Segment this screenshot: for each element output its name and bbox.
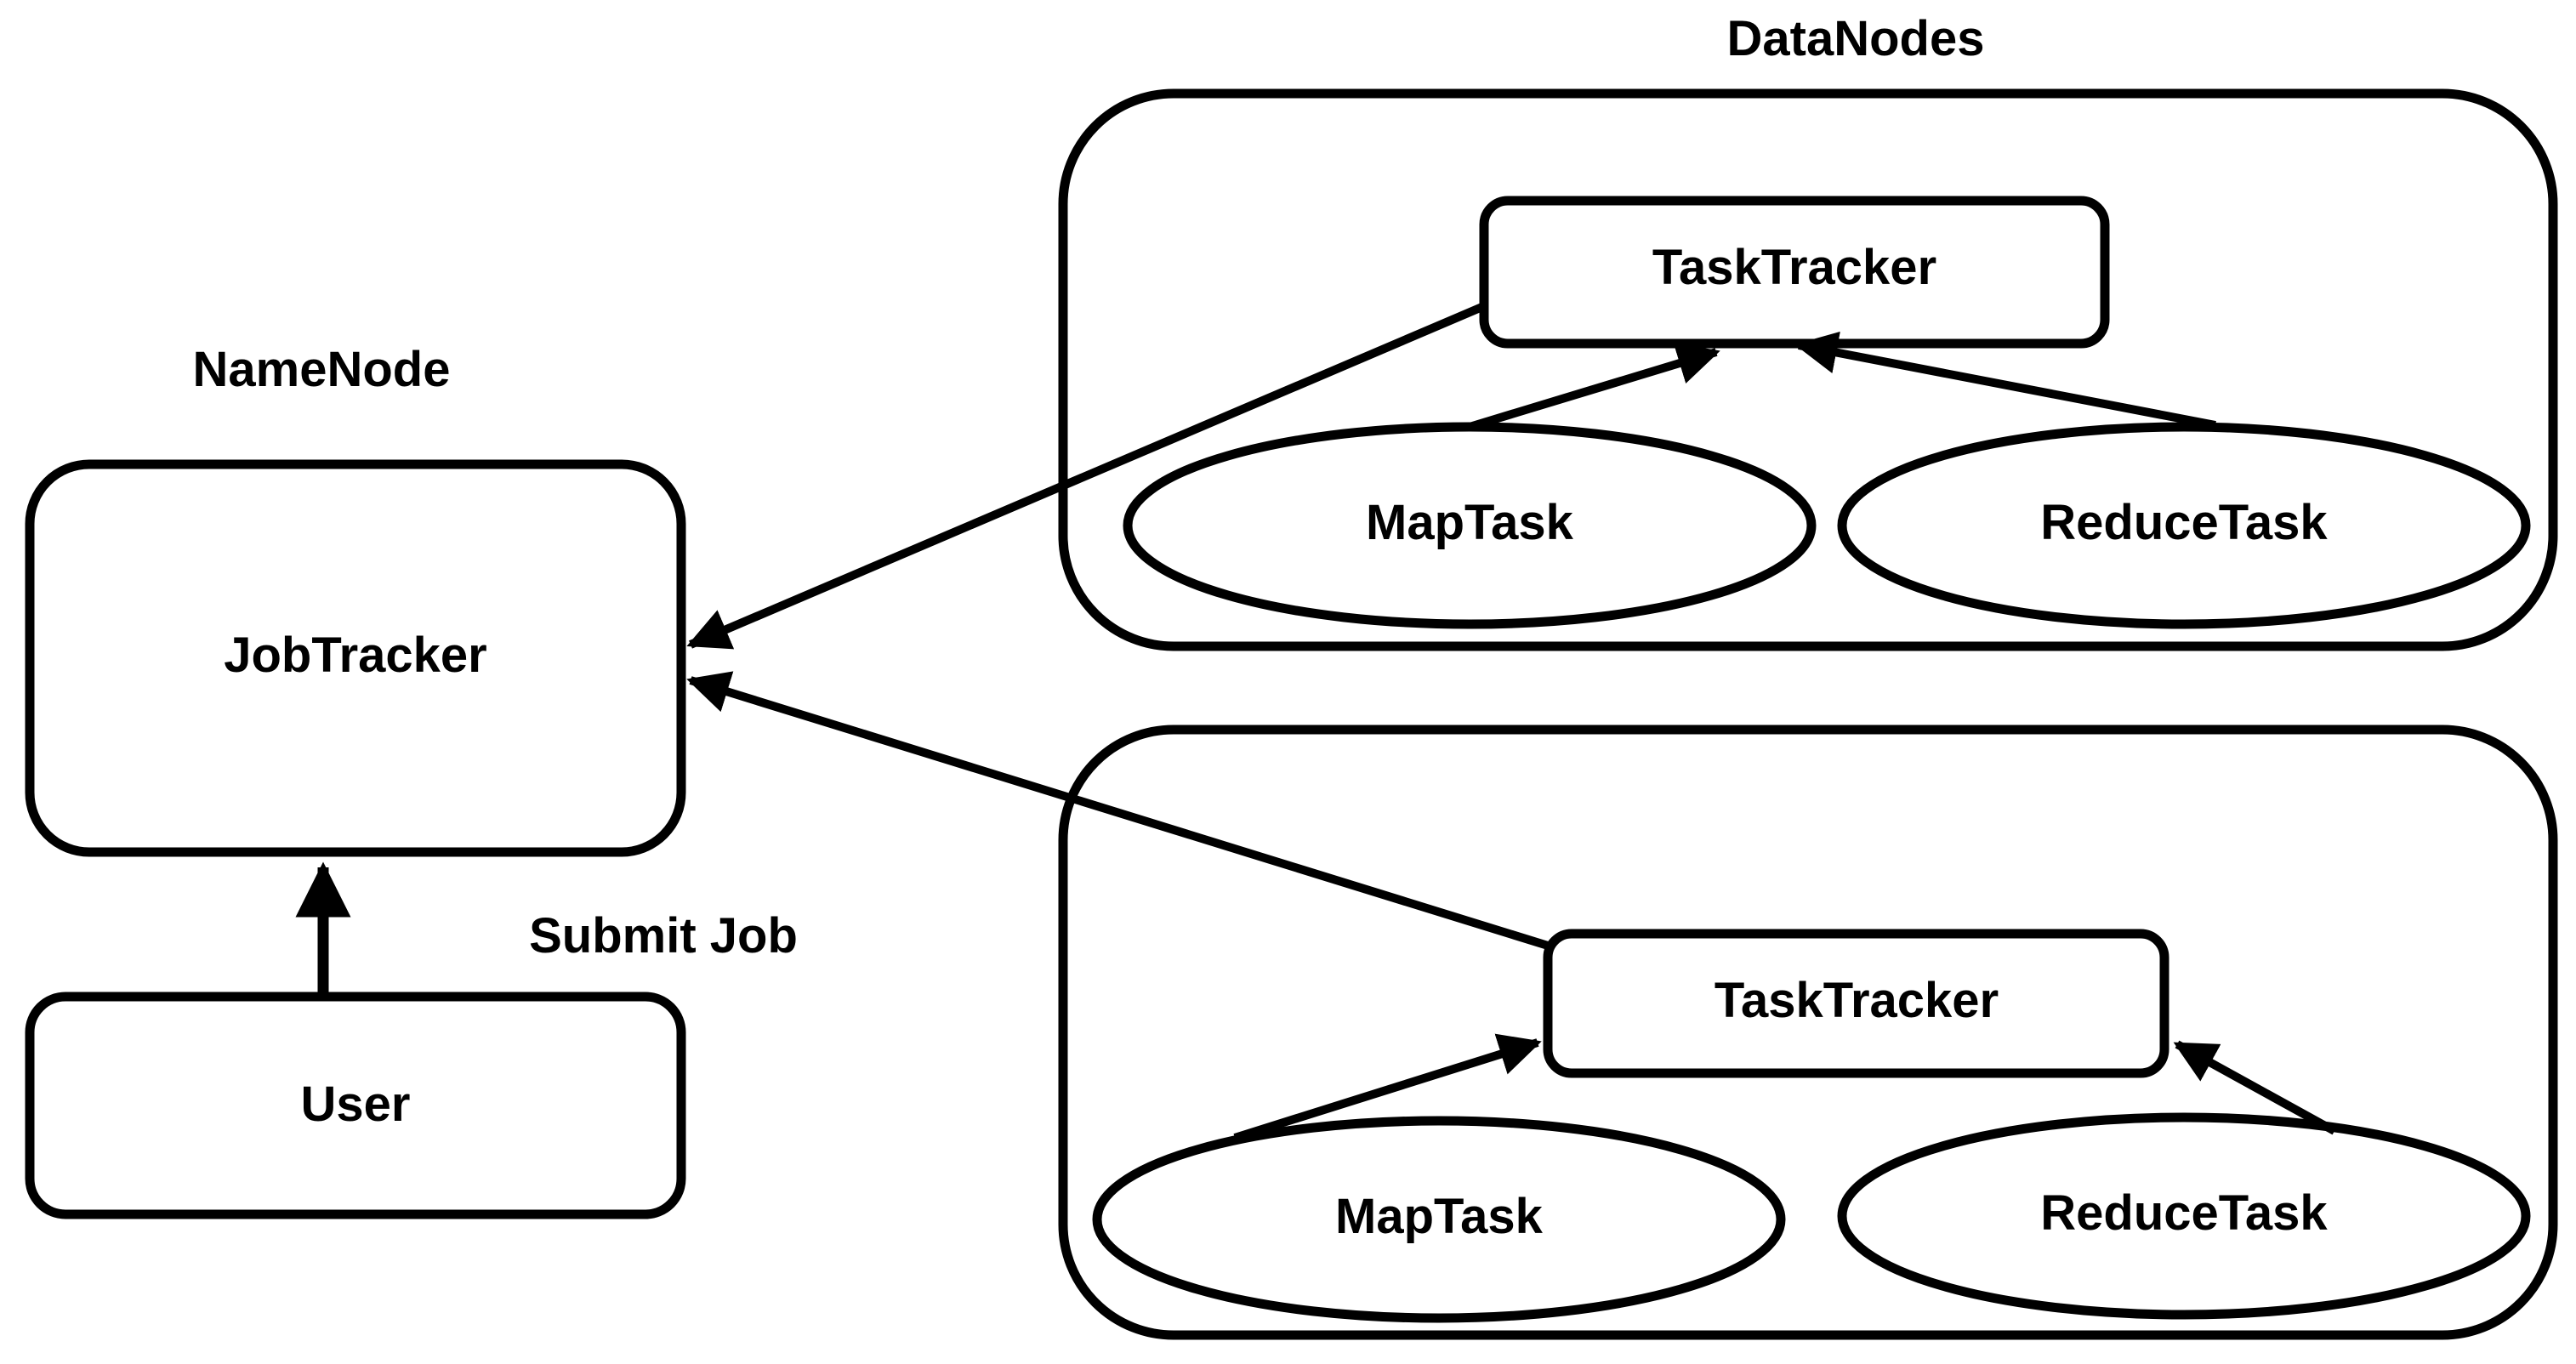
jobtracker-label: JobTracker	[224, 628, 487, 683]
maptask-label-1: MapTask	[1366, 495, 1574, 550]
tasktracker-2-to-jobtracker-arrow	[686, 671, 1550, 950]
tasktracker-box-1[interactable]	[1479, 196, 2110, 349]
maptask-ellipse-2[interactable]	[1092, 1116, 1786, 1323]
reducetask-label-2: ReduceTask	[2040, 1185, 2328, 1241]
reducetask-to-tasktracker-arrow-1	[1794, 331, 2216, 429]
user-box[interactable]	[25, 992, 686, 1219]
maptask-to-tasktracker-arrow-1	[1468, 343, 1720, 431]
jobtracker-box[interactable]	[25, 459, 686, 857]
maptask-label-2: MapTask	[1335, 1189, 1544, 1244]
tasktracker-label-2: TaskTracker	[1714, 973, 1999, 1028]
reducetask-ellipse-2[interactable]	[1837, 1112, 2531, 1320]
tasktracker-label-1: TaskTracker	[1652, 240, 1936, 295]
maptask-to-tasktracker-arrow-2	[1233, 1033, 1542, 1142]
reducetask-ellipse-1[interactable]	[1837, 422, 2531, 629]
reducetask-to-tasktracker-arrow-2	[2173, 1040, 2337, 1135]
tasktracker-box-2[interactable]	[1543, 929, 2169, 1078]
user-label: User	[301, 1077, 411, 1132]
submit-job-label: Submit Job	[529, 908, 798, 963]
datanodes-heading: DataNodes	[1727, 11, 1985, 66]
reducetask-label-1: ReduceTask	[2040, 495, 2328, 550]
namenode-heading: NameNode	[193, 342, 451, 397]
tasktracker-1-to-jobtracker-arrow	[686, 302, 1486, 650]
